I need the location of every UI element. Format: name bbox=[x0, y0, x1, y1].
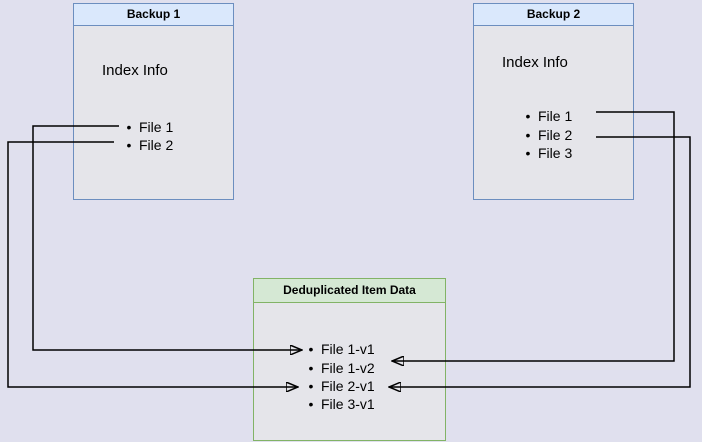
bullet-icon: • bbox=[525, 108, 531, 125]
list-item: • File 3 bbox=[524, 144, 573, 163]
file-label: File 2 bbox=[538, 126, 573, 143]
list-item: • File 2 bbox=[125, 136, 174, 154]
list-item: • File 2-v1 bbox=[307, 377, 375, 395]
bullet-icon: • bbox=[308, 377, 314, 394]
dedup-file-list: • File 1-v1 • File 1-v2 • File 2-v1 • Fi… bbox=[307, 340, 375, 414]
backup1-index-info-label: Index Info bbox=[102, 62, 168, 79]
file-label: File 2-v1 bbox=[321, 377, 375, 394]
file-label: File 1-v2 bbox=[321, 359, 375, 376]
bullet-icon: • bbox=[308, 359, 314, 376]
list-item: • File 1-v1 bbox=[307, 340, 375, 358]
bullet-icon: • bbox=[126, 119, 132, 135]
file-label: File 1 bbox=[139, 119, 174, 135]
bullet-icon: • bbox=[308, 396, 314, 413]
list-item: • File 3-v1 bbox=[307, 395, 375, 413]
bullet-icon: • bbox=[308, 341, 314, 358]
dedup-box: Deduplicated Item Data • File 1-v1 • Fil… bbox=[253, 278, 446, 441]
backup1-box: Backup 1 Index Info • File 1 • File 2 bbox=[73, 3, 234, 200]
bullet-icon: • bbox=[525, 145, 531, 162]
bullet-icon: • bbox=[126, 137, 132, 153]
file-label: File 3-v1 bbox=[321, 396, 375, 413]
backup2-index-info-label: Index Info bbox=[502, 54, 568, 71]
file-label: File 1-v1 bbox=[321, 341, 375, 358]
dedup-title: Deduplicated Item Data bbox=[254, 279, 445, 303]
file-label: File 3 bbox=[538, 145, 573, 162]
backup2-file-list: • File 1 • File 2 • File 3 bbox=[524, 107, 573, 163]
backup1-title: Backup 1 bbox=[74, 4, 233, 26]
file-label: File 2 bbox=[139, 137, 174, 153]
backup1-file-list: • File 1 • File 2 bbox=[125, 118, 174, 154]
list-item: • File 1 bbox=[125, 118, 174, 136]
file-label: File 1 bbox=[538, 108, 573, 125]
list-item: • File 1 bbox=[524, 107, 573, 126]
list-item: • File 1-v2 bbox=[307, 358, 375, 376]
backup2-title: Backup 2 bbox=[474, 4, 633, 26]
backup2-box: Backup 2 Index Info • File 1 • File 2 • … bbox=[473, 3, 634, 200]
list-item: • File 2 bbox=[524, 126, 573, 145]
bullet-icon: • bbox=[525, 126, 531, 143]
